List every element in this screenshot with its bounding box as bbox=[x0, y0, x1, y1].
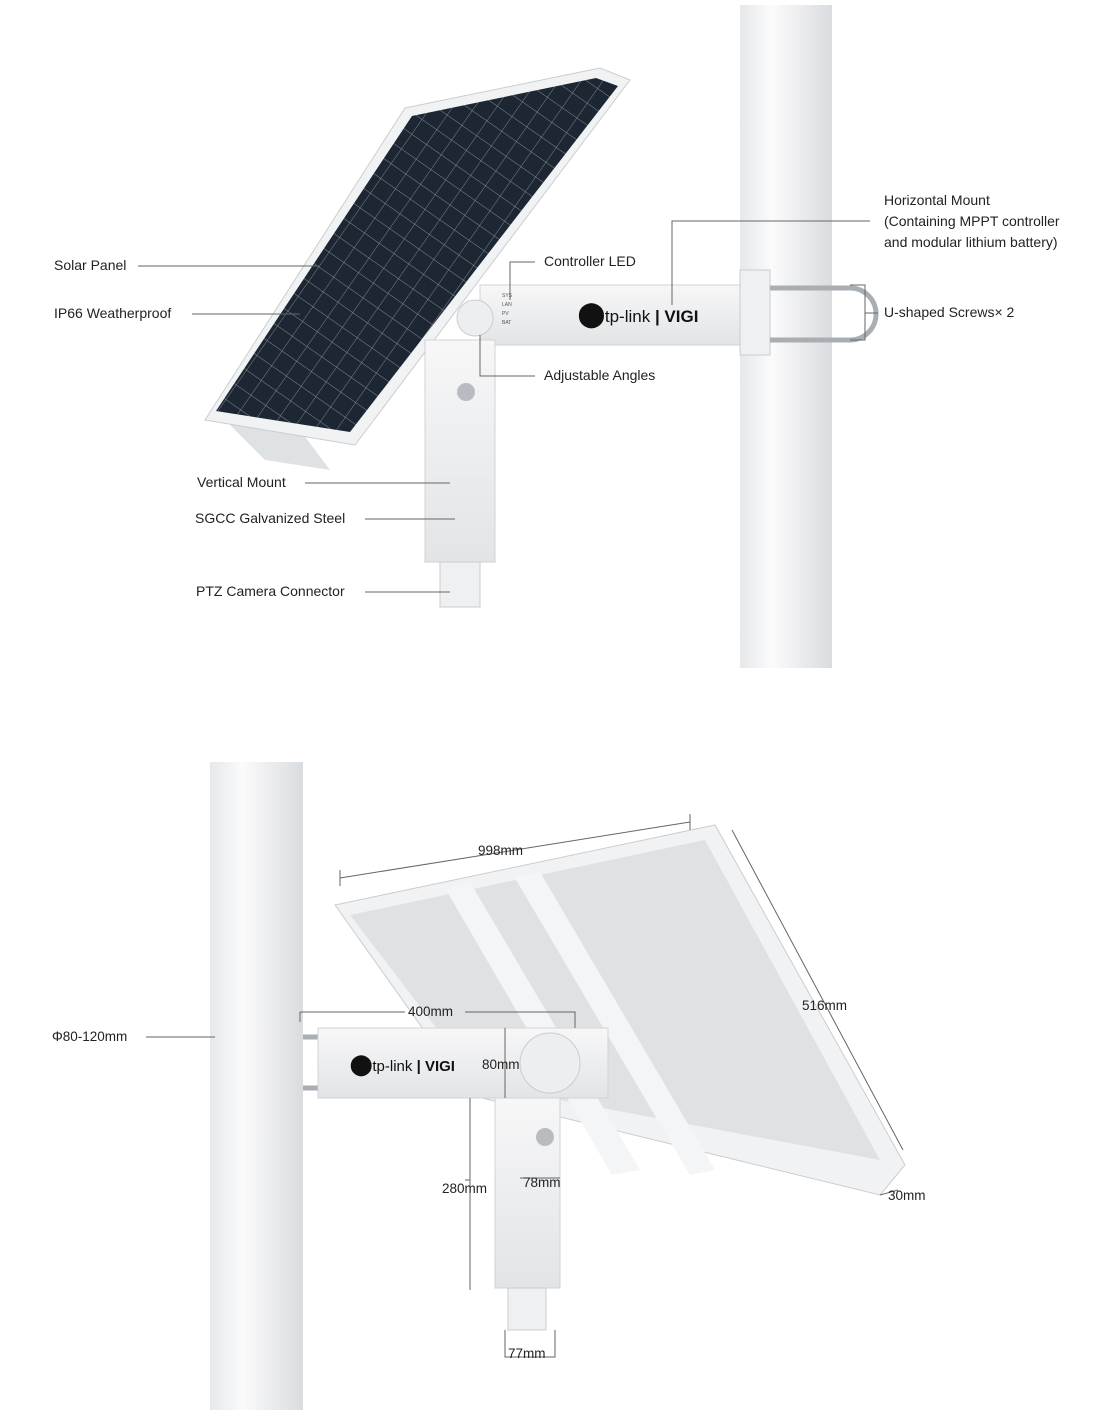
leader-lines bbox=[138, 220, 904, 1358]
tp-link-vigi-logo-bottom: ⬤tp-link | VIGI bbox=[350, 1054, 455, 1076]
dim-panel-height: 516mm bbox=[802, 998, 848, 1013]
label-controller-led: Controller LED bbox=[544, 253, 636, 269]
led-bat: BAT bbox=[502, 320, 512, 326]
led-pv: PV bbox=[502, 311, 509, 317]
label-vertical-mount: Vertical Mount bbox=[197, 474, 286, 490]
top-horizontal-mount bbox=[456, 269, 879, 356]
led-lan: LAN bbox=[502, 302, 512, 308]
bottom-pole bbox=[210, 762, 303, 1410]
horizontal-mount-desc-2: and modular lithium battery) bbox=[884, 234, 1058, 250]
led-sys: SYS bbox=[502, 293, 513, 299]
label-ptz-connector: PTZ Camera Connector bbox=[196, 583, 345, 599]
controller-led-labels: SYS LAN PV BAT bbox=[502, 292, 512, 328]
label-solar-panel: Solar Panel bbox=[54, 257, 127, 273]
top-solar-panel bbox=[204, 67, 631, 470]
dim-vertical-width: 78mm bbox=[523, 1175, 561, 1190]
bottom-vertical-mount bbox=[494, 1097, 561, 1331]
dim-arm-length: 400mm bbox=[408, 1004, 454, 1019]
dim-vertical-height: 280mm bbox=[442, 1181, 488, 1196]
bottom-horizontal-mount bbox=[303, 1027, 609, 1099]
dim-pole-diameter: Φ80-120mm bbox=[52, 1029, 128, 1044]
dim-connector-width: 77mm bbox=[508, 1346, 546, 1361]
label-ip66: IP66 Weatherproof bbox=[54, 305, 172, 321]
horizontal-mount-desc-1: (Containing MPPT controller bbox=[884, 213, 1060, 229]
label-sgcc-steel: SGCC Galvanized Steel bbox=[195, 510, 346, 526]
horizontal-mount-title: Horizontal Mount bbox=[884, 192, 990, 208]
top-vertical-mount bbox=[424, 339, 496, 608]
dim-panel-width: 998mm bbox=[478, 843, 524, 858]
label-adjustable-angles: Adjustable Angles bbox=[544, 367, 656, 383]
tp-link-vigi-logo-top: ⬤tp-link | VIGI bbox=[578, 301, 699, 328]
dim-arm-height: 80mm bbox=[482, 1057, 520, 1072]
dim-panel-depth: 30mm bbox=[888, 1188, 926, 1203]
label-u-screws: U-shaped Screws× 2 bbox=[884, 304, 1015, 320]
label-horizontal-mount: Horizontal Mount (Containing MPPT contro… bbox=[884, 190, 1060, 253]
